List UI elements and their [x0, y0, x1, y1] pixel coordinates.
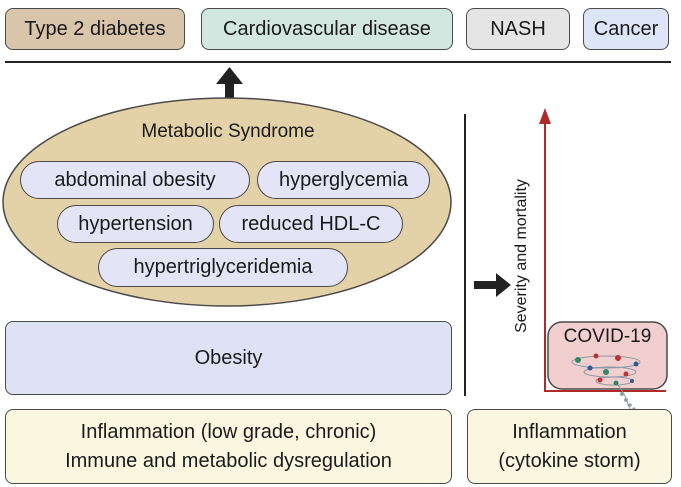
obesity-box: Obesity [5, 321, 452, 395]
cytokine-storm-line2: (cytokine storm) [498, 449, 641, 472]
vertical-divider [464, 114, 466, 396]
metabolic-syndrome-title: Metabolic Syndrome [141, 121, 315, 142]
outcome-nash: NASH [466, 8, 570, 50]
component-hypertension: hypertension [57, 205, 214, 243]
up-arrow-icon [216, 67, 243, 100]
component-reduced-hdl-c: reduced HDL-C [219, 205, 403, 243]
severity-axis [539, 108, 666, 392]
component-hyperglycemia: hyperglycemia [257, 161, 430, 199]
component-abdominal-obesity: abdominal obesity [20, 161, 250, 199]
outcome-cancer: Cancer [583, 8, 669, 50]
top-divider [5, 61, 671, 63]
outcome-type2-diabetes: Type 2 diabetes [5, 8, 185, 50]
right-arrow-icon [474, 273, 511, 297]
severity-axis-label: Severity and mortality [513, 179, 530, 333]
chronic-inflammation-line1: Inflammation (low grade, chronic) [80, 420, 377, 443]
outcome-cardiovascular-disease: Cardiovascular disease [201, 8, 453, 50]
cytokine-storm-line1: Inflammation [512, 420, 627, 443]
virus-particles-icon [575, 353, 639, 411]
covid-label: COVID-19 [563, 326, 652, 347]
chronic-inflammation-line2: Immune and metabolic dysregulation [65, 449, 392, 472]
component-hypertriglyceridemia: hypertriglyceridemia [98, 248, 348, 287]
covid-box [547, 321, 668, 390]
chronic-inflammation-box: Inflammation (low grade, chronic) Immune… [5, 409, 452, 484]
cytokine-storm-box: Inflammation (cytokine storm) [467, 409, 672, 484]
